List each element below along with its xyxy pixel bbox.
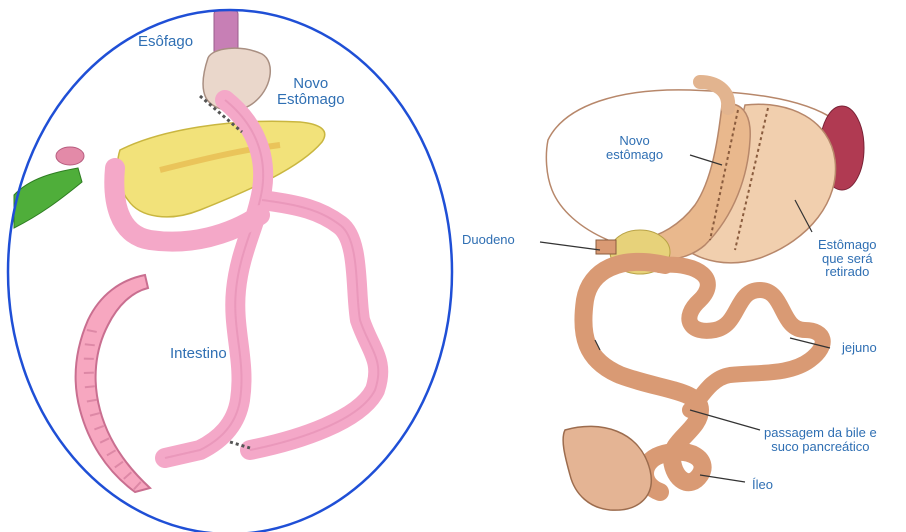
- label-novo-estomago-right-line2: estômago: [606, 148, 663, 162]
- label-novo-estomago-left-line1: Novo: [277, 76, 345, 92]
- label-passagem-line1: passagem da bile e: [764, 426, 877, 440]
- label-estomago-retirado-line3: retirado: [818, 265, 877, 279]
- label-passagem: passagem da bile e suco pancreático: [764, 426, 877, 453]
- label-duodeno: Duodeno: [462, 233, 515, 247]
- label-estomago-retirado-line1: Estômago: [818, 238, 877, 252]
- label-novo-estomago-left: Novo Estômago: [277, 76, 345, 108]
- duodenum-stump: [596, 240, 616, 254]
- duodenal-stump: [56, 147, 84, 165]
- left-illustration: [8, 10, 452, 532]
- label-esofago: Esôfago: [138, 34, 193, 50]
- label-estomago-retirado-line2: que será: [818, 252, 877, 266]
- label-novo-estomago-left-line2: Estômago: [277, 92, 345, 108]
- colon: [76, 275, 150, 492]
- label-intestino: Intestino: [170, 346, 227, 362]
- label-ileo: Íleo: [752, 478, 773, 492]
- label-novo-estomago-right-line1: Novo: [606, 134, 663, 148]
- label-passagem-line2: suco pancreático: [764, 440, 877, 454]
- label-estomago-retirado: Estômago que será retirado: [818, 238, 877, 279]
- label-novo-estomago-right: Novo estômago: [606, 134, 663, 161]
- label-jejuno: jejuno: [842, 341, 877, 355]
- right-colon: [563, 426, 651, 510]
